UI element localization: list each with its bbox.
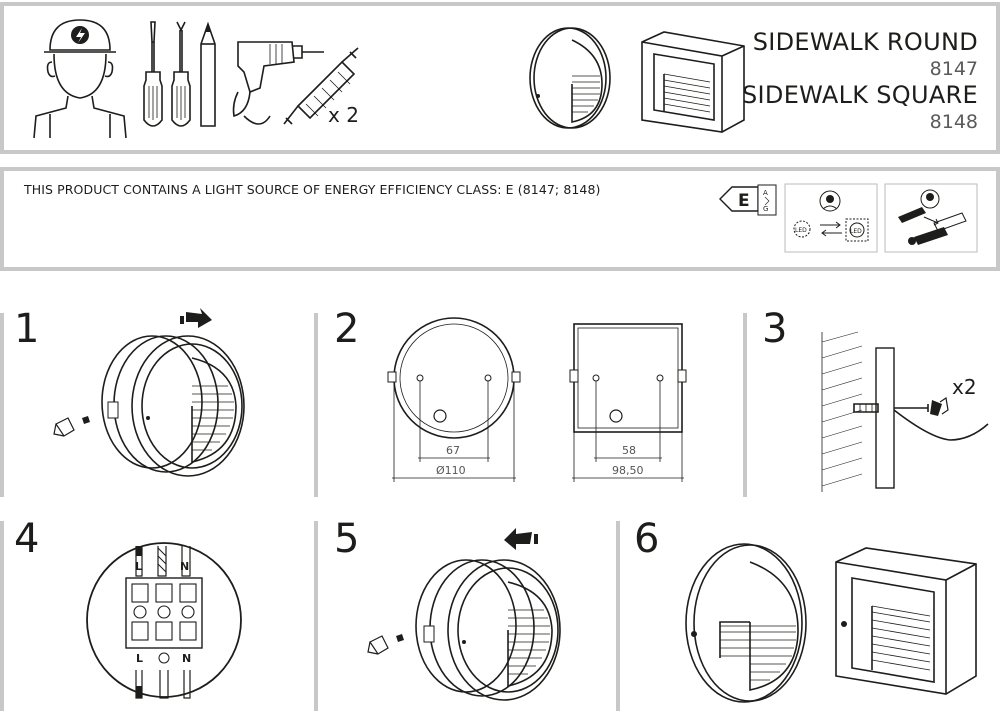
divider-left-1 <box>0 313 4 497</box>
anchor-count-wrap: x 2 <box>328 103 359 127</box>
square-lamp-thumbnail <box>641 31 745 133</box>
dim-round-diameter: Ø110 <box>436 464 466 477</box>
step-3-number: 3 <box>762 306 788 352</box>
terminal-n-bottom: N <box>182 652 191 665</box>
anchor-count: x 2 <box>328 103 359 127</box>
led-replaceable-icon: LED LED <box>784 183 878 253</box>
screwdriver-flat-icon <box>143 21 163 127</box>
energy-class-label: E A G <box>719 184 777 216</box>
step-1-illustration <box>53 308 245 477</box>
step-1-number: 1 <box>14 306 40 352</box>
round-lamp-thumbnail <box>529 27 611 129</box>
dim-round-hole-spacing: 67 <box>446 444 460 457</box>
product-1-name: SIDEWALK ROUND <box>752 28 978 56</box>
step-6-square-lamp <box>835 547 977 695</box>
led-label-right: LED <box>850 228 862 235</box>
pencil-icon <box>200 21 216 127</box>
step-5-number: 5 <box>334 516 360 562</box>
energy-scale-bottom: G <box>763 205 768 213</box>
terminal-n-top: N <box>180 560 189 573</box>
divider-1-2 <box>314 313 318 497</box>
step-2-dimension-drawing: 67 Ø110 58 98,50 <box>387 317 687 482</box>
divider-left-4 <box>0 521 4 711</box>
step-5-illustration <box>367 528 561 701</box>
step-6-number: 6 <box>634 516 660 562</box>
terminal-l-bottom: L <box>136 652 143 665</box>
step-6-round-lamp <box>685 543 807 703</box>
divider-2-3 <box>743 313 747 497</box>
terminal-l-top: L <box>135 560 142 573</box>
wall-anchor-icon <box>283 47 359 125</box>
divider-4-5 <box>314 521 318 711</box>
step-4-number: 4 <box>14 516 40 562</box>
dim-square-hole-spacing: 58 <box>622 444 636 457</box>
dim-square-width: 98,50 <box>612 464 644 477</box>
product-2-code: 8148 <box>929 111 978 133</box>
header-panel <box>0 2 1000 154</box>
control-gear-replaceable-icon <box>884 183 978 253</box>
step-4-terminal-block-illustration: L N L N <box>86 542 242 699</box>
step-3-wall-mount-illustration: x2 <box>821 331 989 492</box>
electrician-icon <box>33 19 127 139</box>
energy-scale-top: A <box>763 189 768 197</box>
energy-statement: THIS PRODUCT CONTAINS A LIGHT SOURCE OF … <box>24 182 601 197</box>
divider-5-6 <box>616 521 620 711</box>
energy-class-letter: E <box>738 191 750 211</box>
step-3-screw-count: x2 <box>952 375 977 399</box>
led-label-left: LED <box>795 227 807 234</box>
product-1-code: 8147 <box>929 58 978 80</box>
product-2-name: SIDEWALK SQUARE <box>742 81 978 109</box>
drill-icon <box>232 41 324 125</box>
step-2-number: 2 <box>334 306 360 352</box>
screwdriver-phillips-icon <box>171 21 191 127</box>
